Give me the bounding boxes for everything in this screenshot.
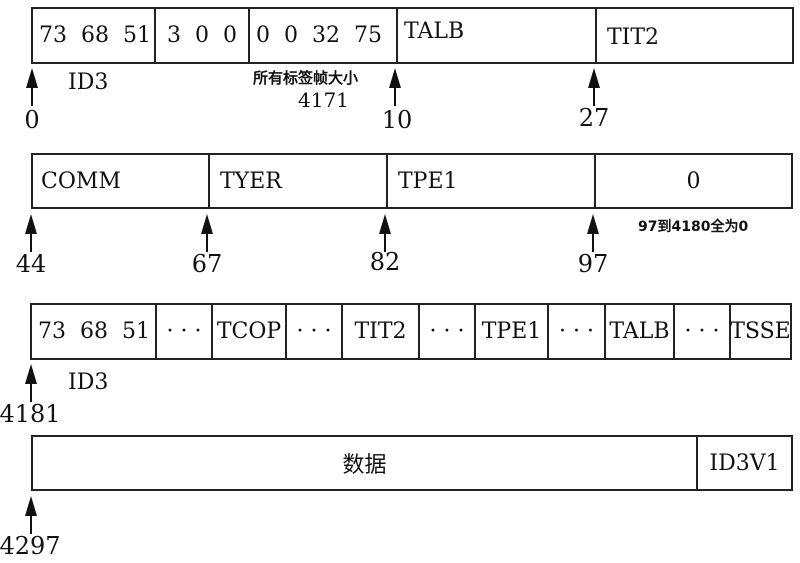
- size-bytes-cell: 0 0 32 75: [248, 9, 396, 62]
- offset-label: 67: [191, 250, 223, 278]
- tit2-frame-cell: TIT2: [595, 9, 792, 62]
- talb-frame-cell: TALB: [604, 305, 673, 358]
- cell-text: ID3V1: [709, 450, 780, 476]
- cell-text: 73 68 51: [39, 23, 151, 48]
- offset-label: 4181: [0, 400, 61, 428]
- cell-text: 数据: [342, 453, 387, 478]
- tyer-frame-cell: TYER: [208, 155, 386, 207]
- offset-label: 97: [577, 250, 609, 278]
- tpe1-frame-cell: TPE1: [386, 155, 594, 207]
- offset-label: 82: [369, 248, 401, 276]
- cell-text: 0 0 32 75: [256, 23, 382, 48]
- version-bytes-cell: 3 0 0: [154, 9, 248, 62]
- row3-frame-bar: 73 68 51 · · · TCOP · · · TIT2 · · · TPE…: [30, 303, 792, 360]
- cell-text: TPE1: [481, 319, 542, 344]
- id3v1-cell: ID3V1: [696, 437, 791, 489]
- cell-text: TIT2: [607, 25, 660, 50]
- row1-frame-bar: 73 68 51 3 0 0 0 0 32 75 TALB TIT2: [31, 7, 794, 64]
- cell-text: TPE1: [398, 168, 458, 194]
- id3-header-bytes-cell: 73 68 51: [32, 305, 155, 358]
- row4-file-bar: 数据 ID3V1: [31, 435, 793, 491]
- comm-frame-cell: COMM: [33, 155, 208, 207]
- cell-text: · · ·: [559, 319, 594, 344]
- cell-text: · · ·: [684, 319, 720, 344]
- cell-text: TYER: [220, 168, 282, 194]
- tsse-frame-cell: TSSE: [729, 305, 791, 358]
- cell-text: TSSE: [730, 319, 791, 344]
- offset-label: 10: [381, 106, 413, 134]
- cell-text: · · ·: [429, 319, 465, 344]
- id3-header-bytes-cell: 73 68 51: [33, 9, 154, 62]
- ellipsis-cell: · · ·: [547, 305, 604, 358]
- cell-text: 3 0 0: [167, 23, 237, 48]
- tcop-frame-cell: TCOP: [211, 305, 285, 358]
- ellipsis-cell: · · ·: [418, 305, 474, 358]
- cell-text: TCOP: [216, 319, 282, 344]
- tit2-frame-cell: TIT2: [341, 305, 418, 358]
- offset-label: 0: [24, 106, 40, 134]
- ellipsis-cell: · · ·: [285, 305, 341, 358]
- cell-text: 73 68 51: [38, 319, 150, 344]
- all-frames-size-label: 所有标签帧大小: [253, 69, 359, 87]
- cell-text: · · ·: [166, 319, 202, 344]
- offset-label: 4297: [0, 532, 61, 560]
- id3-label: ID3: [68, 370, 109, 395]
- cell-text: · · ·: [296, 319, 332, 344]
- zero-padding-cell: 0: [594, 155, 791, 207]
- ellipsis-cell: · · ·: [155, 305, 211, 358]
- talb-frame-cell: TALB: [396, 9, 595, 62]
- cell-text: COMM: [41, 168, 121, 194]
- cell-text: 0: [686, 168, 701, 194]
- zero-padding-note: 97到4180全为0: [638, 219, 749, 235]
- offset-label: 44: [15, 250, 47, 278]
- tpe1-frame-cell: TPE1: [474, 305, 547, 358]
- id3-label: ID3: [68, 70, 109, 95]
- ellipsis-cell: · · ·: [673, 305, 729, 358]
- cell-text: TALB: [404, 19, 465, 44]
- cell-text: TIT2: [354, 319, 407, 344]
- offset-label: 27: [578, 104, 610, 132]
- cell-text: TALB: [609, 319, 670, 344]
- row2-frame-bar: COMM TYER TPE1 0: [31, 153, 793, 209]
- all-frames-size-value: 4171: [298, 88, 349, 112]
- audio-data-cell: 数据: [33, 437, 696, 489]
